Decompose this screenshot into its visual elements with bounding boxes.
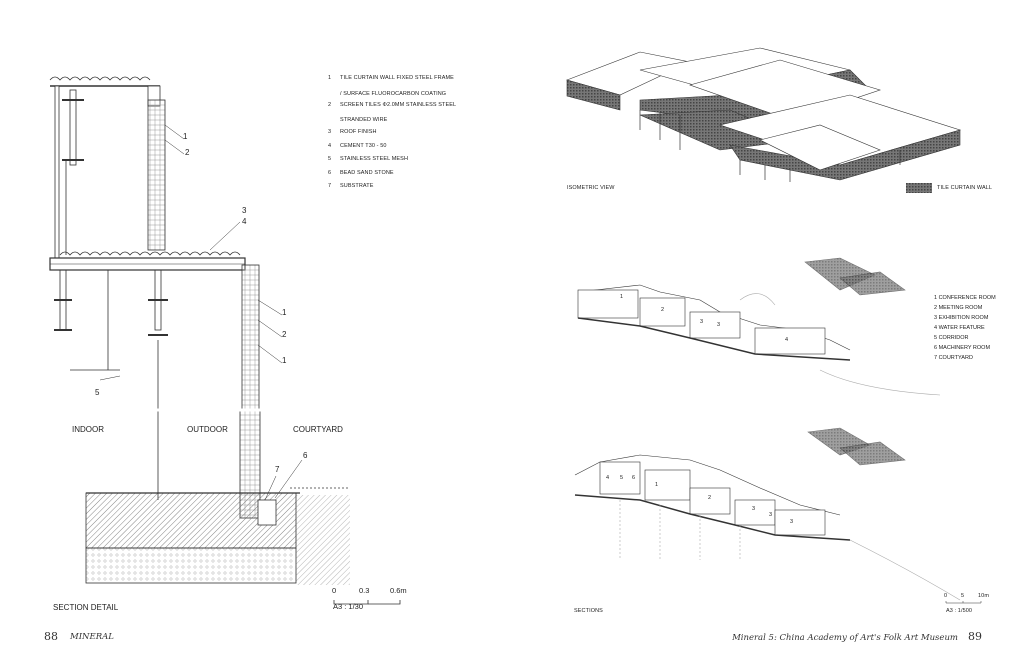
callout-2b: 2 xyxy=(282,330,287,339)
room-label: 1 xyxy=(620,294,624,300)
scale-ratio: A3 : 1/30 xyxy=(333,602,364,611)
scale-tick: 0 xyxy=(944,593,948,599)
scale-tick: 0.3 xyxy=(359,586,370,595)
section-1-drawing xyxy=(577,257,941,396)
tile-curtain-wall-swatch xyxy=(906,183,932,193)
isometric-view-drawing xyxy=(566,47,962,182)
room-label: 3 xyxy=(717,322,721,328)
room-label: 3 xyxy=(752,506,756,512)
legend-text: / SURFACE FLUOROCARBON COATING xyxy=(340,91,447,97)
room-item: 2 MEETING ROOM xyxy=(934,305,983,311)
callout-1c: 1 xyxy=(282,356,287,365)
callout-7: 7 xyxy=(275,465,280,474)
legend-num: 2 xyxy=(328,102,332,108)
scale-tick: 0.6m xyxy=(390,586,407,595)
room-label: 2 xyxy=(708,495,712,501)
room-item: 3 EXHIBITION ROOM xyxy=(934,315,989,321)
sections-caption: SECTIONS xyxy=(574,608,603,614)
callout-3: 3 xyxy=(242,206,247,215)
legend-num: 3 xyxy=(328,129,332,135)
callout-1b: 1 xyxy=(282,308,287,317)
room-label: 6 xyxy=(632,475,636,481)
room-label: 2 xyxy=(661,307,665,313)
zone-courtyard: COURTYARD xyxy=(293,425,343,434)
running-head-left: MINERAL xyxy=(70,632,114,642)
page-number-right: 89 xyxy=(968,630,982,643)
legend-num: 5 xyxy=(328,156,332,162)
scale-tick: 0 xyxy=(332,586,337,595)
legend-num: 1 xyxy=(328,75,332,81)
room-label: 4 xyxy=(606,475,610,481)
callout-1: 1 xyxy=(183,132,188,141)
right-scale-bar xyxy=(945,601,982,604)
callout-6: 6 xyxy=(303,451,308,460)
room-label: 3 xyxy=(790,519,794,525)
legend-text: SUBSTRATE xyxy=(340,183,374,189)
room-label: 5 xyxy=(620,475,624,481)
room-item: 6 MACHINERY ROOM xyxy=(934,345,991,351)
legend-num: 7 xyxy=(328,183,332,189)
callout-5: 5 xyxy=(95,388,100,397)
zone-indoor: INDOOR xyxy=(72,425,104,434)
room-item: 4 WATER FEATURE xyxy=(934,325,985,331)
legend-text: ROOF FINISH xyxy=(340,129,377,135)
drawing-title: SECTION DETAIL xyxy=(53,603,119,612)
running-head-right: Mineral 5: China Academy of Art's Folk A… xyxy=(732,633,958,643)
page-number-left: 88 xyxy=(44,630,58,643)
legend-text: BEAD SAND STONE xyxy=(340,170,394,176)
room-label: 1 xyxy=(655,482,659,488)
legend-text: TILE CURTAIN WALL FIXED STEEL FRAME xyxy=(340,75,454,81)
room-item: 7 COURTYARD xyxy=(934,355,973,361)
legend-text: CEMENT T30 - 50 xyxy=(340,143,387,149)
room-label: 3 xyxy=(700,319,704,325)
scale-ratio: A3 : 1/500 xyxy=(946,608,973,614)
legend-num: 6 xyxy=(328,170,332,176)
room-label: 3 xyxy=(769,512,773,518)
scale-tick: 5 xyxy=(961,593,965,599)
left-scale-bar xyxy=(333,600,401,605)
material-legend-label: TILE CURTAIN WALL xyxy=(937,185,993,191)
legend-num: 4 xyxy=(328,143,332,149)
isometric-caption: ISOMETRIC VIEW xyxy=(567,185,615,191)
section-2-drawing xyxy=(574,427,961,601)
section-detail-drawing xyxy=(40,76,350,585)
room-item: 1 CONFERENCE ROOM xyxy=(934,295,996,301)
legend-text: STRANDED WIRE xyxy=(340,117,388,123)
legend-text: SCREEN TILES Φ2.0MM STAINLESS STEEL xyxy=(340,102,457,108)
room-item: 5 CORRIDOR xyxy=(934,335,969,341)
scale-tick: 10m xyxy=(978,593,989,599)
zone-outdoor: OUTDOOR xyxy=(187,425,228,434)
legend-text: STAINLESS STEEL MESH xyxy=(340,156,409,162)
room-label: 4 xyxy=(785,337,789,343)
callout-2: 2 xyxy=(185,148,190,157)
callout-4: 4 xyxy=(242,217,247,226)
